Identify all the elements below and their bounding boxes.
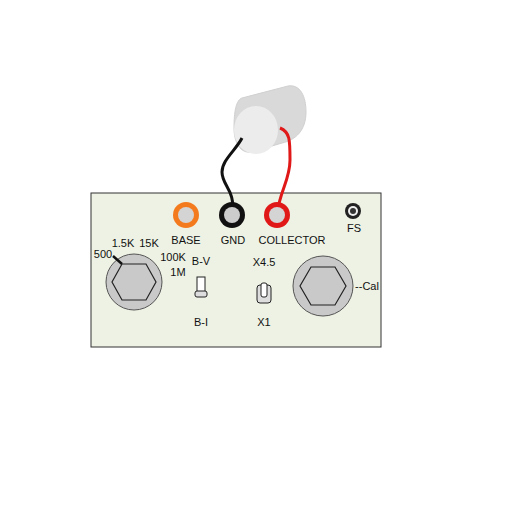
- jack-label: COLLECTOR: [258, 234, 325, 246]
- jack-label: GND: [221, 234, 245, 246]
- base-jack: [173, 202, 199, 228]
- red-wire: [277, 128, 290, 214]
- switch-label: B-I: [194, 316, 208, 328]
- range-knob: [106, 254, 162, 310]
- jack-label: FS: [347, 222, 361, 234]
- switch-label: X4.5: [253, 256, 276, 268]
- toggle-switch: [195, 277, 207, 297]
- knob-pointer: [113, 256, 122, 264]
- cal-knob: [293, 256, 353, 316]
- transistor-symbol: [234, 86, 306, 154]
- switch-label: X1: [257, 316, 270, 328]
- fs-jack: [345, 203, 361, 219]
- range-label: 1M: [170, 266, 185, 278]
- range-label: 500: [94, 248, 112, 260]
- gnd-jack: [219, 202, 245, 228]
- knob-label: --Cal: [355, 280, 379, 292]
- switch-label: B-V: [192, 255, 210, 267]
- range-label: 100K: [160, 251, 186, 263]
- range-label: 15K: [139, 237, 159, 249]
- collector-jack: [264, 202, 290, 228]
- jack-label: BASE: [171, 234, 200, 246]
- range-label: 1.5K: [112, 237, 135, 249]
- toggle-switch: [257, 283, 271, 303]
- panel: [91, 193, 381, 347]
